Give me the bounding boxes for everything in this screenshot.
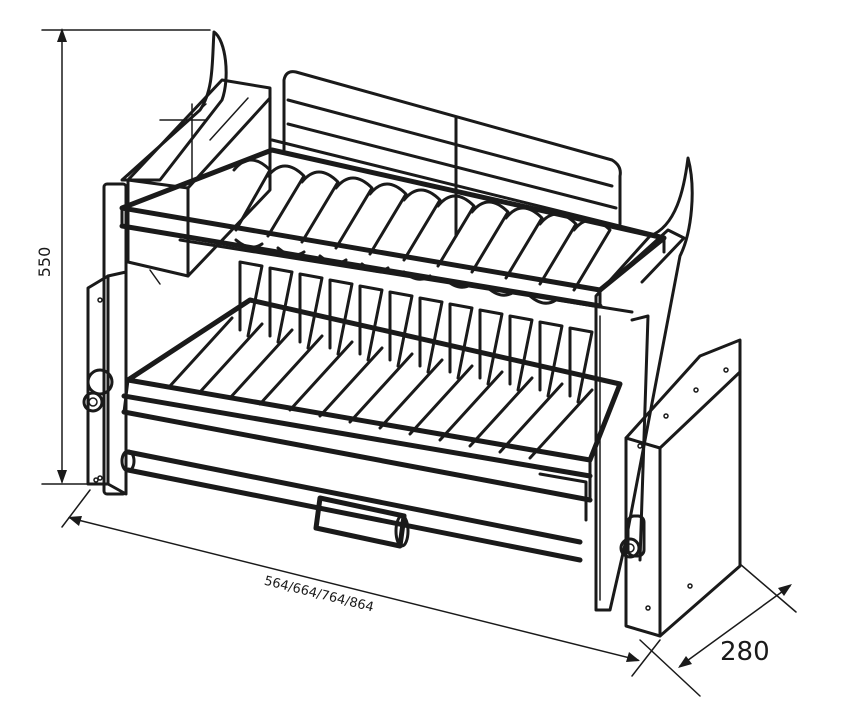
height-dimension: 550 bbox=[35, 28, 211, 485]
lower-basket bbox=[121, 260, 623, 522]
lower-plate-dividers bbox=[238, 260, 594, 404]
left-knob-icon bbox=[82, 368, 114, 413]
upper-plate-dividers bbox=[232, 158, 612, 292]
upper-bottom-hooks bbox=[234, 238, 558, 305]
left-mounting-plate bbox=[86, 182, 128, 496]
right-knob-icon bbox=[619, 514, 646, 559]
height-label: 550 bbox=[35, 247, 54, 278]
left-side-arm bbox=[120, 30, 228, 182]
handle-grip bbox=[313, 495, 410, 549]
right-mounting-plate bbox=[624, 338, 742, 638]
right-side-arm bbox=[594, 156, 694, 612]
depth-label: 280 bbox=[720, 637, 770, 667]
back-frame bbox=[270, 70, 662, 238]
bottom-handle-bar bbox=[120, 449, 583, 563]
upper-basket bbox=[119, 147, 667, 314]
lower-floor-rods bbox=[168, 316, 594, 460]
depth-dimension: 280 bbox=[639, 563, 797, 697]
cutlery-holder bbox=[126, 78, 272, 285]
